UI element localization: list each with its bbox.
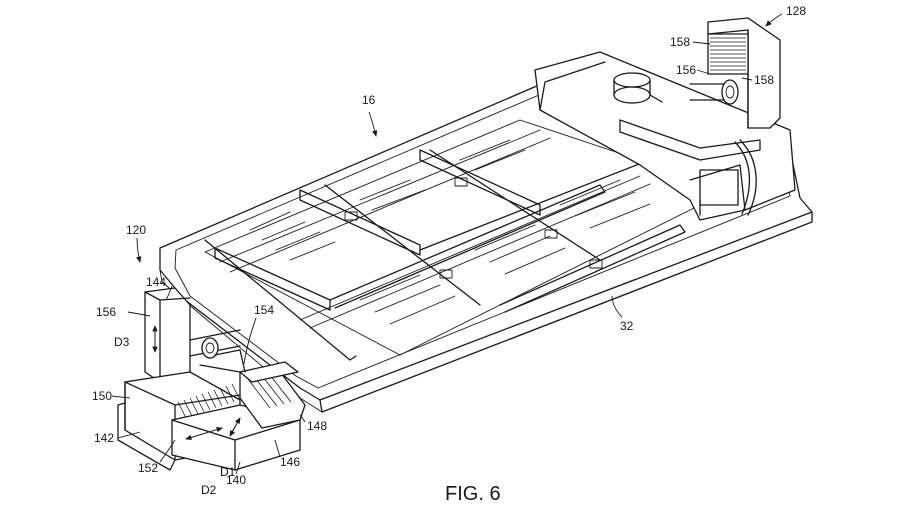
label-142: 142	[94, 431, 114, 445]
label-144: 144	[146, 275, 166, 289]
label-120: 120	[126, 223, 146, 237]
label-152: 152	[138, 461, 158, 475]
label-158-side: 158	[754, 73, 774, 87]
label-154: 154	[254, 303, 274, 317]
label-d3: D3	[114, 335, 130, 349]
label-16: 16	[362, 93, 376, 107]
rear-connector-128	[689, 17, 781, 129]
direction-arrows	[136, 13, 783, 441]
label-d1: D1	[220, 465, 236, 479]
label-32: 32	[620, 319, 634, 333]
label-128: 128	[786, 4, 806, 18]
label-148: 148	[307, 419, 327, 433]
front-connector-assembly-120	[117, 287, 306, 471]
rear-housing	[534, 51, 796, 221]
label-158-top: 158	[670, 35, 690, 49]
label-d2: D2	[201, 483, 217, 497]
label-156-front: 156	[96, 305, 116, 319]
label-156-rear: 156	[676, 63, 696, 77]
label-140: 140	[226, 473, 246, 487]
leader-lines	[111, 41, 753, 475]
label-146: 146	[280, 455, 300, 469]
reference-labels: 16 32 120 128 140 142 144 146 148 150 15…	[92, 4, 806, 497]
label-150: 150	[92, 389, 112, 403]
figure-caption: FIG. 6	[445, 483, 501, 505]
